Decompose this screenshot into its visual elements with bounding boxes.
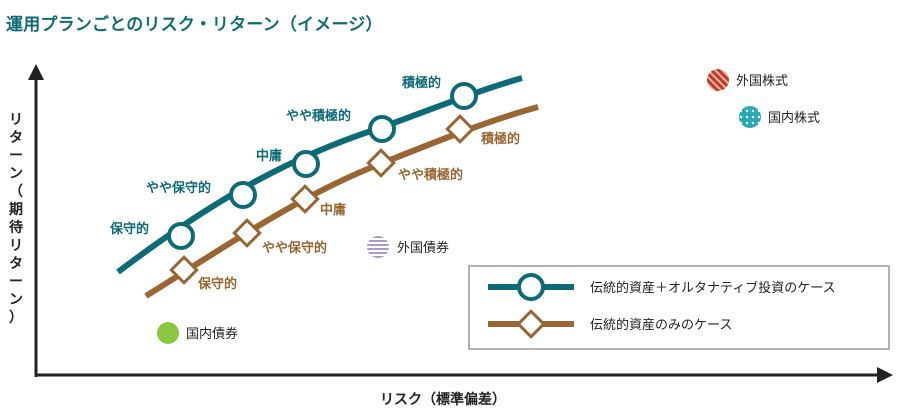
alt-marker-aggressive (450, 82, 478, 110)
trad-marker-aggressive (445, 114, 475, 144)
svg-text:ー: ー (9, 274, 23, 290)
trad-marker-conservative (169, 255, 199, 285)
foreign-bond-label: 外国債券 (397, 240, 449, 256)
svg-text:リ: リ (9, 238, 23, 254)
alt-marker-mod-conservative (229, 181, 257, 209)
foreign-stock-marker (707, 69, 729, 91)
domestic-bond-label: 国内債券 (186, 326, 238, 342)
trad-label-mod-conservative: やや保守的 (262, 240, 327, 256)
x-axis-label: リスク（標準偏差） (380, 391, 506, 408)
alt-label-mod-aggressive: やや積極的 (286, 108, 351, 124)
svg-text:）: ） (9, 310, 23, 326)
svg-text:タ: タ (9, 256, 23, 272)
svg-text:タ: タ (9, 130, 23, 146)
svg-text:待: 待 (9, 219, 23, 236)
svg-text:リ: リ (9, 112, 23, 128)
alt-marker-balanced (292, 150, 320, 178)
domestic-stock-marker (739, 106, 761, 128)
trad-label-balanced: 中庸 (320, 202, 346, 218)
legend: 伝統的資産＋オルタナティブ投資のケース 伝統的資産のみのケース (468, 265, 890, 350)
trad-marker-mod-conservative (232, 218, 262, 248)
svg-text:ー: ー (9, 148, 23, 164)
domestic-stock-label: 国内株式 (768, 110, 820, 126)
chart-title: 運用プランごとのリスク・リターン（イメージ） (6, 15, 383, 35)
alt-marker-conservative (167, 222, 195, 250)
x-axis-arrow-icon (877, 367, 893, 383)
alt-label-aggressive: 積極的 (401, 75, 441, 91)
y-axis-label: リ タ ー ン （ 期 待 リ タ ー ン ） (9, 112, 23, 326)
domestic-bond-marker (157, 322, 179, 344)
trad-label-aggressive: 積極的 (480, 131, 520, 147)
foreign-bond-marker (367, 236, 389, 258)
alt-marker-mod-aggressive (368, 115, 396, 143)
alt-label-mod-conservative: やや保守的 (146, 180, 211, 196)
alt-label-conservative: 保守的 (109, 221, 149, 237)
alt-label-balanced: 中庸 (256, 148, 282, 164)
trad-series-line (144, 104, 539, 299)
legend-alt-label: 伝統的資産＋オルタナティブ投資のケース (590, 280, 836, 296)
foreign-stock-label: 外国株式 (736, 74, 788, 89)
trad-label-mod-aggressive: やや積極的 (398, 167, 463, 183)
legend-trad-label: 伝統的資産のみのケース (590, 317, 732, 333)
trad-marker-mod-aggressive (366, 148, 396, 178)
y-axis-arrow-icon (28, 64, 44, 80)
svg-text:（: （ (9, 184, 23, 200)
legend-alt-icon (517, 273, 545, 301)
trad-label-conservative: 保守的 (197, 276, 237, 292)
svg-text:期: 期 (9, 202, 23, 218)
svg-text:ン: ン (9, 166, 23, 182)
svg-text:ン: ン (9, 292, 23, 308)
trad-marker-balanced (290, 184, 320, 214)
legend-trad-icon (516, 309, 546, 339)
